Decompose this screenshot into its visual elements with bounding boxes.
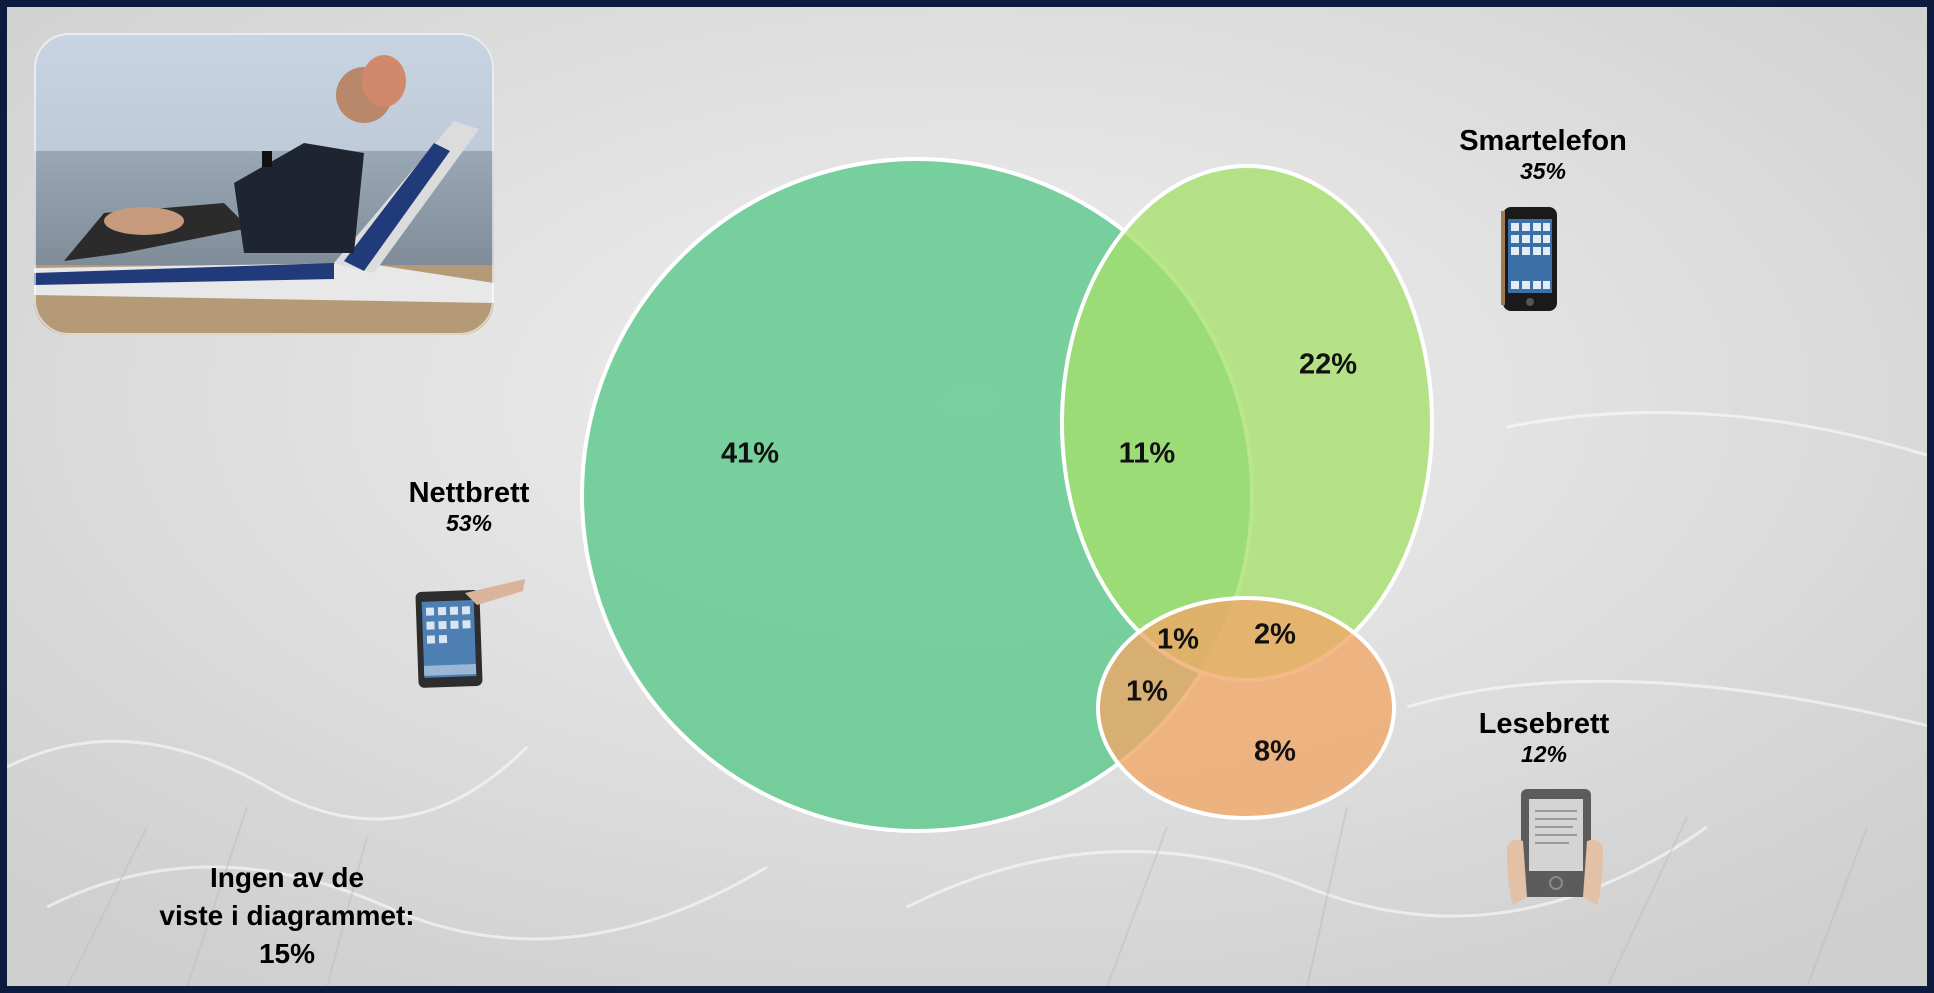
region-nettbrett-lesebrett: 1% (1126, 675, 1168, 708)
set-total-smartelefon: 35% (1519, 158, 1567, 184)
set-total-lesebrett: 12% (1520, 741, 1568, 767)
tablet-icon (415, 579, 525, 688)
smartphone-icon (1501, 207, 1557, 311)
set-label-smartelefon: Smartelefon 35% (1423, 125, 1663, 185)
none-of-shown-note: Ingen av de viste i diagrammet: 15% (97, 859, 477, 973)
beach-photo (34, 33, 494, 335)
note-line-1: Ingen av de (209, 862, 365, 893)
venn-diagram (580, 157, 1434, 833)
region-smartelefon-only: 22% (1298, 348, 1358, 381)
region-nettbrett-smartelefon: 11% (1118, 437, 1176, 470)
venn-circle-lesebrett (1096, 596, 1396, 820)
set-name-nettbrett: Nettbrett (408, 477, 530, 509)
region-nettbrett-only: 41% (720, 437, 780, 470)
ereader-icon (1507, 789, 1603, 905)
set-label-nettbrett: Nettbrett 53% (359, 477, 579, 537)
region-all-three: 1% (1157, 623, 1199, 656)
note-line-3: 15% (258, 938, 316, 969)
set-name-smartelefon: Smartelefon (1459, 125, 1627, 157)
region-smartelefon-lesebrett: 2% (1254, 618, 1296, 651)
note-line-2: viste i diagrammet: (159, 900, 415, 931)
set-total-nettbrett: 53% (445, 510, 493, 536)
region-lesebrett-only: 8% (1254, 735, 1296, 768)
set-label-lesebrett: Lesebrett 12% (1439, 708, 1649, 768)
set-name-lesebrett: Lesebrett (1478, 708, 1610, 740)
slide-frame: 41% 11% 22% 1% 2% 1% 8% Nettbrett 53% Sm… (4, 4, 1930, 989)
